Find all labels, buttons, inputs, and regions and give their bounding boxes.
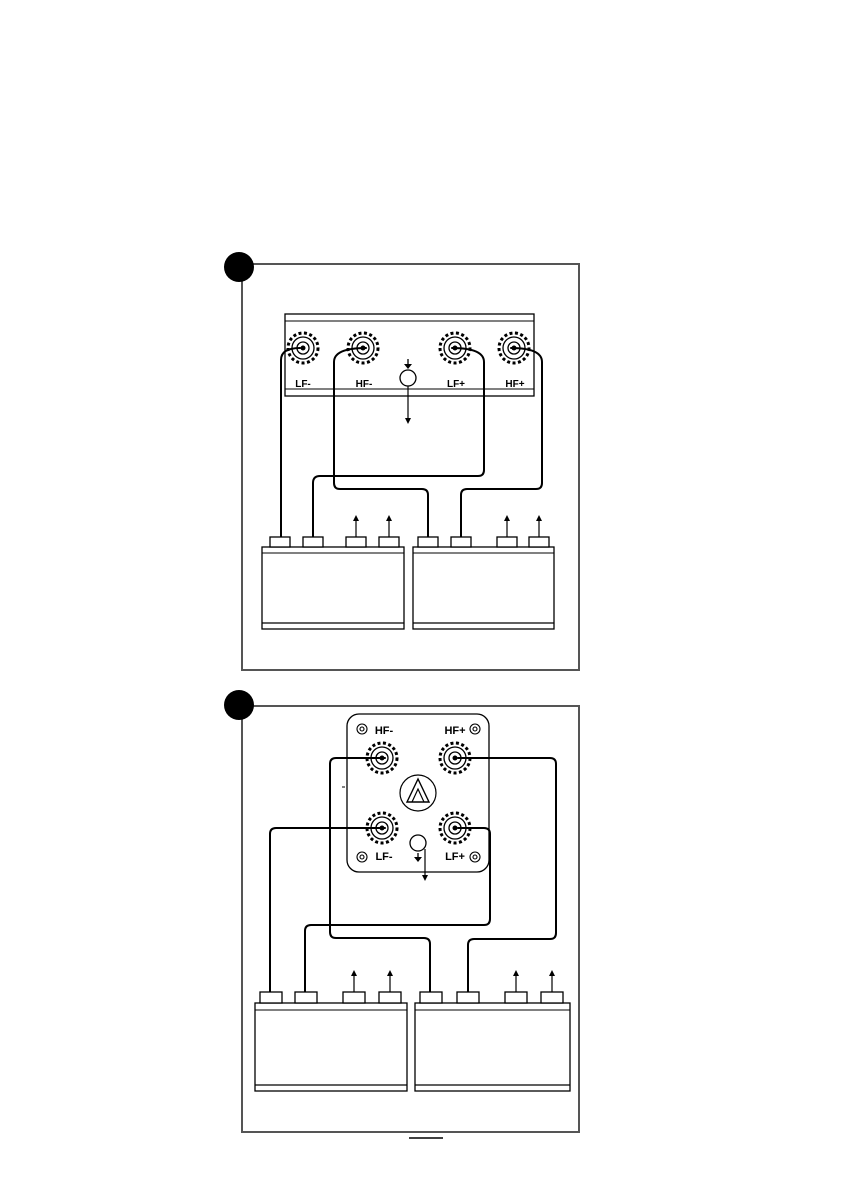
- terminal-label-lf-plus: LF+: [447, 379, 465, 390]
- wire-lf-minus: [270, 828, 385, 992]
- output-arrow-icon: [536, 515, 542, 537]
- ground-symbol-icon: [410, 835, 428, 881]
- output-arrow-icon: [351, 970, 357, 992]
- terminal-label-lf-minus: LF-: [295, 379, 311, 390]
- diagram-b-frame: [242, 706, 579, 1132]
- terminal-label-lf-minus: LF-: [375, 851, 392, 863]
- diagram-a: LF- HF- LF+ HF+: [224, 252, 579, 670]
- diagram-b: HF- HF+ LF- LF+: [224, 690, 579, 1132]
- terminal-label-hf-minus: HF-: [356, 379, 373, 390]
- diagram-b-marker: [224, 690, 254, 720]
- battery-icon: [415, 992, 570, 1091]
- diagram-a-marker: [224, 252, 254, 282]
- output-arrow-icon: [513, 970, 519, 992]
- output-arrow-icon: [504, 515, 510, 537]
- wire-lf-plus: [313, 348, 484, 537]
- output-arrow-icon: [549, 970, 555, 992]
- terminal-label-hf-minus: HF-: [375, 725, 394, 737]
- output-arrow-icon: [387, 970, 393, 992]
- wire-lf-minus: [281, 348, 300, 537]
- brand-logo-icon: [400, 775, 436, 811]
- terminal-label-lf-plus: LF+: [445, 851, 465, 863]
- wire-hf-plus: [458, 758, 556, 992]
- output-arrow-icon: [353, 515, 359, 537]
- wire-hf-plus: [461, 348, 542, 537]
- battery-icon: [413, 537, 554, 629]
- terminal-label-hf-plus: HF+: [444, 725, 465, 737]
- wire-hf-minus: [330, 758, 430, 992]
- battery-icon: [262, 537, 404, 629]
- terminal-label-hf-plus: HF+: [505, 379, 524, 390]
- output-arrow-icon: [386, 515, 392, 537]
- ground-symbol-icon: [400, 359, 416, 424]
- battery-icon: [255, 992, 407, 1091]
- diagram-a-frame: [242, 264, 579, 670]
